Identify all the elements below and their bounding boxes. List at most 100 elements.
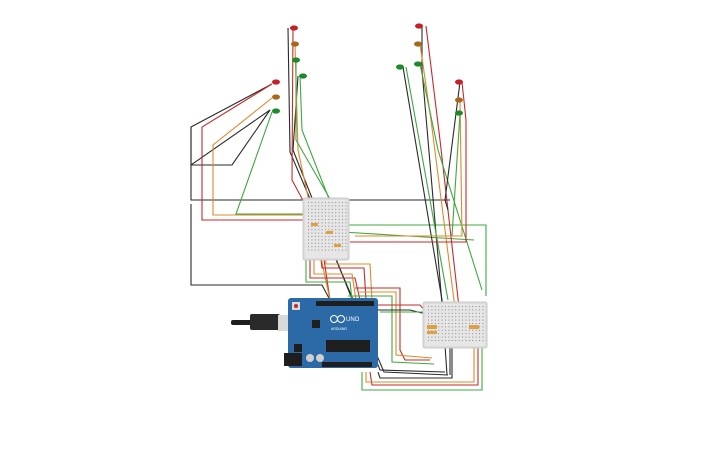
breadboard-hole bbox=[475, 312, 477, 314]
breadboard-hole bbox=[434, 316, 436, 318]
wire-black[interactable] bbox=[377, 330, 453, 379]
led-amber[interactable] bbox=[272, 94, 280, 100]
breadboard-hole bbox=[428, 336, 429, 338]
wire-green[interactable] bbox=[361, 325, 483, 391]
breadboard-hole bbox=[318, 246, 320, 248]
wire-black[interactable] bbox=[190, 204, 331, 301]
arduino-board[interactable]: UNO ARDUINO bbox=[231, 298, 378, 368]
breadboard-hole bbox=[318, 236, 320, 237]
resistor[interactable] bbox=[311, 223, 318, 226]
wire-red[interactable] bbox=[350, 81, 467, 243]
led-green[interactable] bbox=[272, 108, 280, 114]
breadboard-hole bbox=[314, 236, 316, 237]
breadboard-hole bbox=[328, 219, 330, 220]
led-green[interactable] bbox=[414, 61, 422, 67]
breadboard-left[interactable] bbox=[302, 197, 350, 261]
breadboard-hole bbox=[428, 340, 429, 341]
breadboard-hole bbox=[325, 208, 326, 210]
wire-green[interactable] bbox=[305, 240, 353, 301]
led-green[interactable] bbox=[396, 64, 404, 70]
wire-orange[interactable] bbox=[365, 325, 475, 383]
breadboard-hole bbox=[431, 329, 433, 331]
led-red[interactable] bbox=[415, 23, 423, 29]
breadboard-hole bbox=[468, 319, 470, 321]
wire-green[interactable] bbox=[451, 113, 461, 237]
wire-red[interactable] bbox=[355, 287, 430, 361]
led-red[interactable] bbox=[272, 79, 280, 85]
led-red[interactable] bbox=[455, 79, 463, 85]
led-green[interactable] bbox=[455, 110, 463, 116]
breadboard-hole bbox=[465, 319, 467, 321]
breadboard-hole bbox=[321, 202, 323, 203]
breadboard-hole bbox=[482, 309, 484, 311]
breadboard-hole bbox=[472, 319, 474, 321]
breadboard-hole bbox=[335, 208, 337, 210]
wire-red[interactable] bbox=[369, 325, 479, 386]
breadboard-hole bbox=[328, 212, 330, 214]
breadboard-hole bbox=[321, 222, 323, 224]
breadboard-hole bbox=[455, 323, 457, 324]
breadboard-hole bbox=[472, 316, 474, 318]
breadboard-hole bbox=[321, 212, 323, 214]
breadboard-hole bbox=[331, 212, 333, 214]
wire-red[interactable] bbox=[425, 25, 461, 317]
breadboard-hole bbox=[431, 316, 433, 318]
led-amber[interactable] bbox=[455, 97, 463, 103]
led-red[interactable] bbox=[290, 25, 298, 31]
wire-red[interactable] bbox=[201, 83, 318, 221]
wire-green[interactable] bbox=[405, 66, 449, 301]
breadboard-hole bbox=[338, 229, 340, 231]
breadboard-hole bbox=[482, 326, 484, 328]
wire-black[interactable] bbox=[190, 127, 450, 201]
breadboard-hole bbox=[308, 208, 309, 210]
led-amber[interactable] bbox=[414, 41, 422, 47]
arduino-logo: UNO ARDUINO bbox=[330, 315, 360, 331]
breadboard-hole bbox=[451, 326, 453, 328]
breadboard-hole bbox=[468, 309, 470, 311]
breadboard-hole bbox=[448, 340, 450, 341]
breadboard-hole bbox=[314, 205, 316, 207]
led-green[interactable] bbox=[299, 73, 307, 79]
led-amber[interactable] bbox=[291, 41, 299, 47]
resistor[interactable] bbox=[334, 244, 341, 247]
led-green[interactable] bbox=[292, 57, 300, 63]
wire-black[interactable] bbox=[191, 109, 271, 166]
resistor[interactable] bbox=[427, 325, 437, 329]
breadboard-hole bbox=[308, 219, 309, 220]
resistors bbox=[311, 223, 479, 334]
breadboard-hole bbox=[472, 309, 474, 311]
wire-green[interactable] bbox=[235, 111, 318, 215]
wire-orange[interactable] bbox=[358, 291, 433, 359]
breadboard-hole bbox=[342, 229, 343, 231]
breadboard-hole bbox=[468, 312, 470, 314]
wire-dark[interactable] bbox=[402, 66, 448, 376]
wire-orange[interactable] bbox=[419, 43, 457, 317]
breadboard-hole bbox=[308, 205, 309, 207]
breadboard-hole bbox=[428, 312, 429, 314]
wire-green[interactable] bbox=[348, 295, 435, 365]
breadboard-hole bbox=[345, 229, 347, 231]
breadboard-hole bbox=[335, 205, 337, 207]
resistor[interactable] bbox=[326, 231, 333, 234]
breadboard-hole bbox=[438, 319, 440, 321]
resistor[interactable] bbox=[469, 325, 479, 329]
resistor[interactable] bbox=[427, 331, 437, 334]
breadboard-hole bbox=[462, 326, 463, 328]
breadboard-hole bbox=[308, 242, 309, 244]
breadboard-hole bbox=[434, 319, 436, 321]
wire-orange[interactable] bbox=[212, 97, 318, 216]
breadboard-hole bbox=[455, 312, 457, 314]
wire-green[interactable] bbox=[419, 63, 483, 291]
wire-black[interactable] bbox=[444, 81, 461, 211]
breadboard-right[interactable] bbox=[422, 301, 488, 349]
breadboard-hole bbox=[338, 212, 340, 214]
breadboard-hole bbox=[458, 306, 460, 307]
breadboard-hole bbox=[438, 340, 440, 341]
breadboard-hole bbox=[441, 312, 443, 314]
breadboard-hole bbox=[468, 306, 470, 307]
breadboard-hole bbox=[331, 202, 333, 203]
breadboard-hole bbox=[445, 326, 446, 328]
wire-orange[interactable] bbox=[355, 99, 463, 237]
breadboard-hole bbox=[475, 336, 477, 338]
